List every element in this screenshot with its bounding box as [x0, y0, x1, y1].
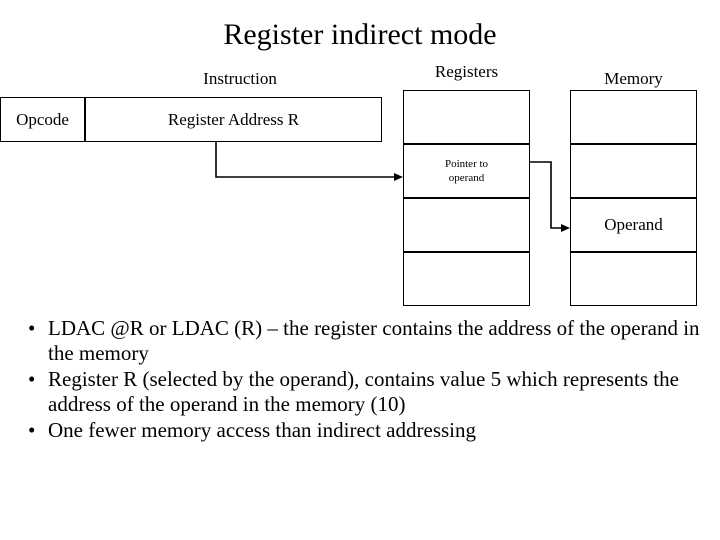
arrow-register-to-memory-icon [530, 161, 570, 232]
memory-column: Operand [570, 90, 697, 306]
pointer-to-operand-label: Pointer to operand [404, 145, 529, 197]
bullet-text: LDAC @R or LDAC (R) – the register conta… [48, 316, 700, 365]
pointer-line-1: Pointer to [444, 158, 489, 170]
register-address-label: Register Address R [167, 109, 300, 129]
opcode-label: Opcode [16, 109, 69, 129]
instruction-column-label: Instruction [203, 69, 277, 88]
memory-column-label: Memory [604, 69, 663, 88]
register-cell-2 [403, 198, 530, 252]
register-address-box: Register Address R [85, 97, 382, 142]
page-title: Register indirect mode [223, 18, 497, 51]
memory-cell-1 [570, 144, 697, 198]
memory-cell-3 [570, 252, 697, 306]
bullet-marker: • [28, 316, 36, 340]
register-cell-1: Pointer to operand [403, 144, 530, 198]
bullet-marker: • [28, 367, 36, 391]
register-cell-3 [403, 252, 530, 306]
operand-label: Operand [604, 215, 663, 234]
bullet-text: One fewer memory access than indirect ad… [48, 418, 476, 442]
registers-column: Pointer to operand [403, 90, 530, 306]
bullet-text: Register R (selected by the operand), co… [48, 367, 679, 416]
memory-cell-2: Operand [570, 198, 697, 252]
bullet-list: • LDAC @R or LDAC (R) – the register con… [14, 316, 714, 444]
list-item: • LDAC @R or LDAC (R) – the register con… [14, 316, 714, 366]
list-item: • One fewer memory access than indirect … [14, 418, 714, 443]
pointer-line-2: operand [448, 172, 485, 184]
register-cell-0 [403, 90, 530, 144]
list-item: • Register R (selected by the operand), … [14, 367, 714, 417]
arrow-instruction-to-register-icon [215, 142, 403, 181]
bullet-marker: • [28, 418, 36, 442]
registers-column-label: Registers [434, 62, 499, 81]
memory-cell-0 [570, 90, 697, 144]
opcode-box: Opcode [0, 97, 85, 142]
